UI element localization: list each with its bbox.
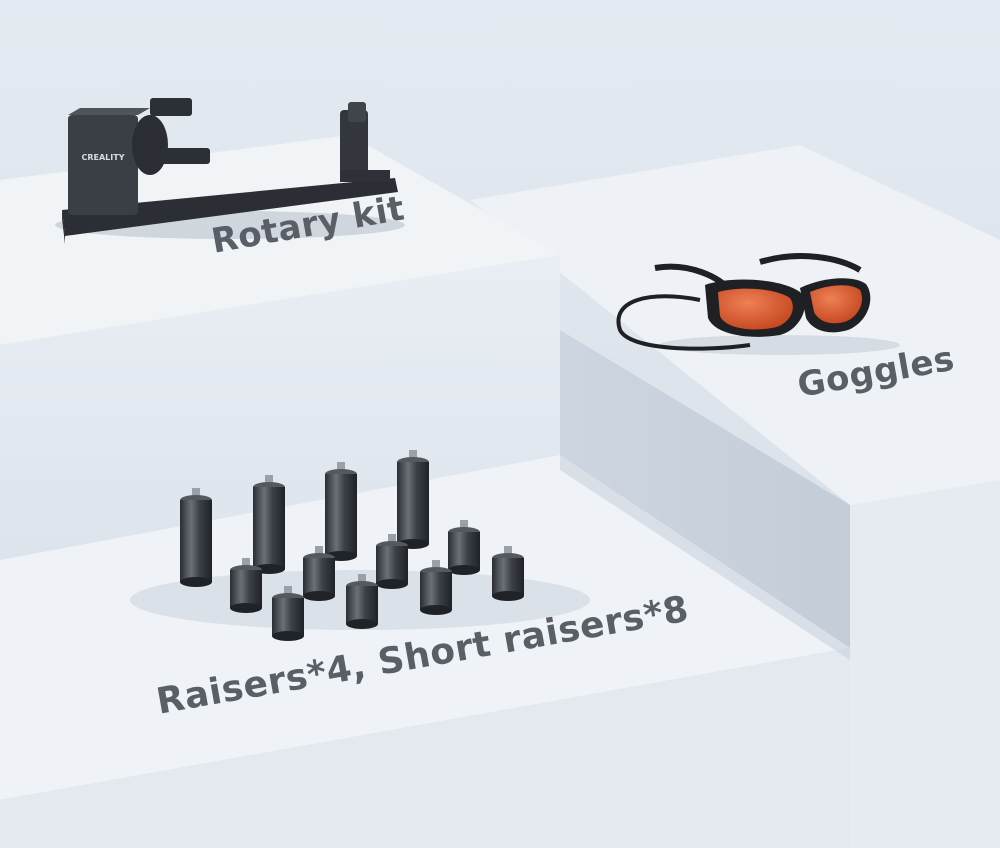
- goggles-block-front: [850, 480, 1000, 848]
- raisers-image: [130, 450, 590, 641]
- tall-raiser: [325, 462, 357, 561]
- step-shadow: [560, 455, 850, 660]
- rotary-block-front: [0, 255, 560, 560]
- rotary-kit-image: CREALITY: [55, 98, 405, 244]
- goggles-image: [616, 253, 900, 355]
- rotary-block-top: [0, 135, 560, 345]
- svg-text:CREALITY: CREALITY: [81, 153, 124, 162]
- raisers-block-front: [0, 648, 850, 848]
- tall-raiser: [397, 450, 429, 549]
- tall-raiser: [253, 475, 285, 574]
- tall-raiser: [180, 488, 212, 587]
